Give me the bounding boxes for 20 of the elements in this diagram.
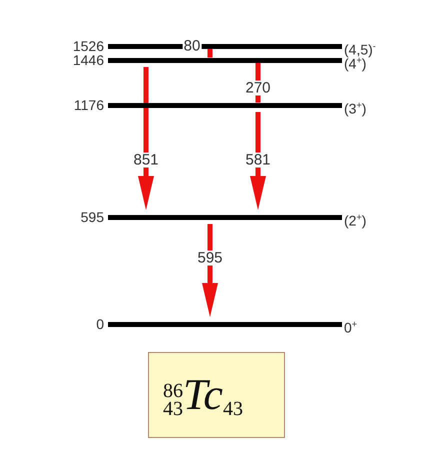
energy-value: 1526	[72, 39, 104, 53]
energy-value: 1446	[72, 53, 104, 67]
transition-arrow	[250, 112, 266, 210]
transition-arrow	[202, 224, 218, 317]
energy-value: 0	[95, 317, 104, 331]
edge-label: 581	[244, 152, 272, 168]
energy-value: 595	[80, 210, 104, 224]
transition-line	[256, 62, 260, 102]
spin-parity: (3$^{+}$)	[344, 99, 366, 116]
spin-parity: 0$^{+}$	[344, 318, 358, 335]
spin-parity: (4,5)$^{-}$	[344, 40, 376, 57]
edge-label: 270	[244, 80, 272, 96]
edge-label: 595	[196, 250, 224, 266]
energy-value: 1176	[72, 98, 104, 112]
transition-arrow	[138, 67, 154, 210]
spin-parity: (2$^{+}$)	[344, 211, 366, 228]
edge-label: 851	[132, 152, 160, 168]
transition-line	[208, 48, 212, 58]
edge-label: 80	[182, 38, 202, 54]
nuclide-box	[148, 352, 285, 438]
